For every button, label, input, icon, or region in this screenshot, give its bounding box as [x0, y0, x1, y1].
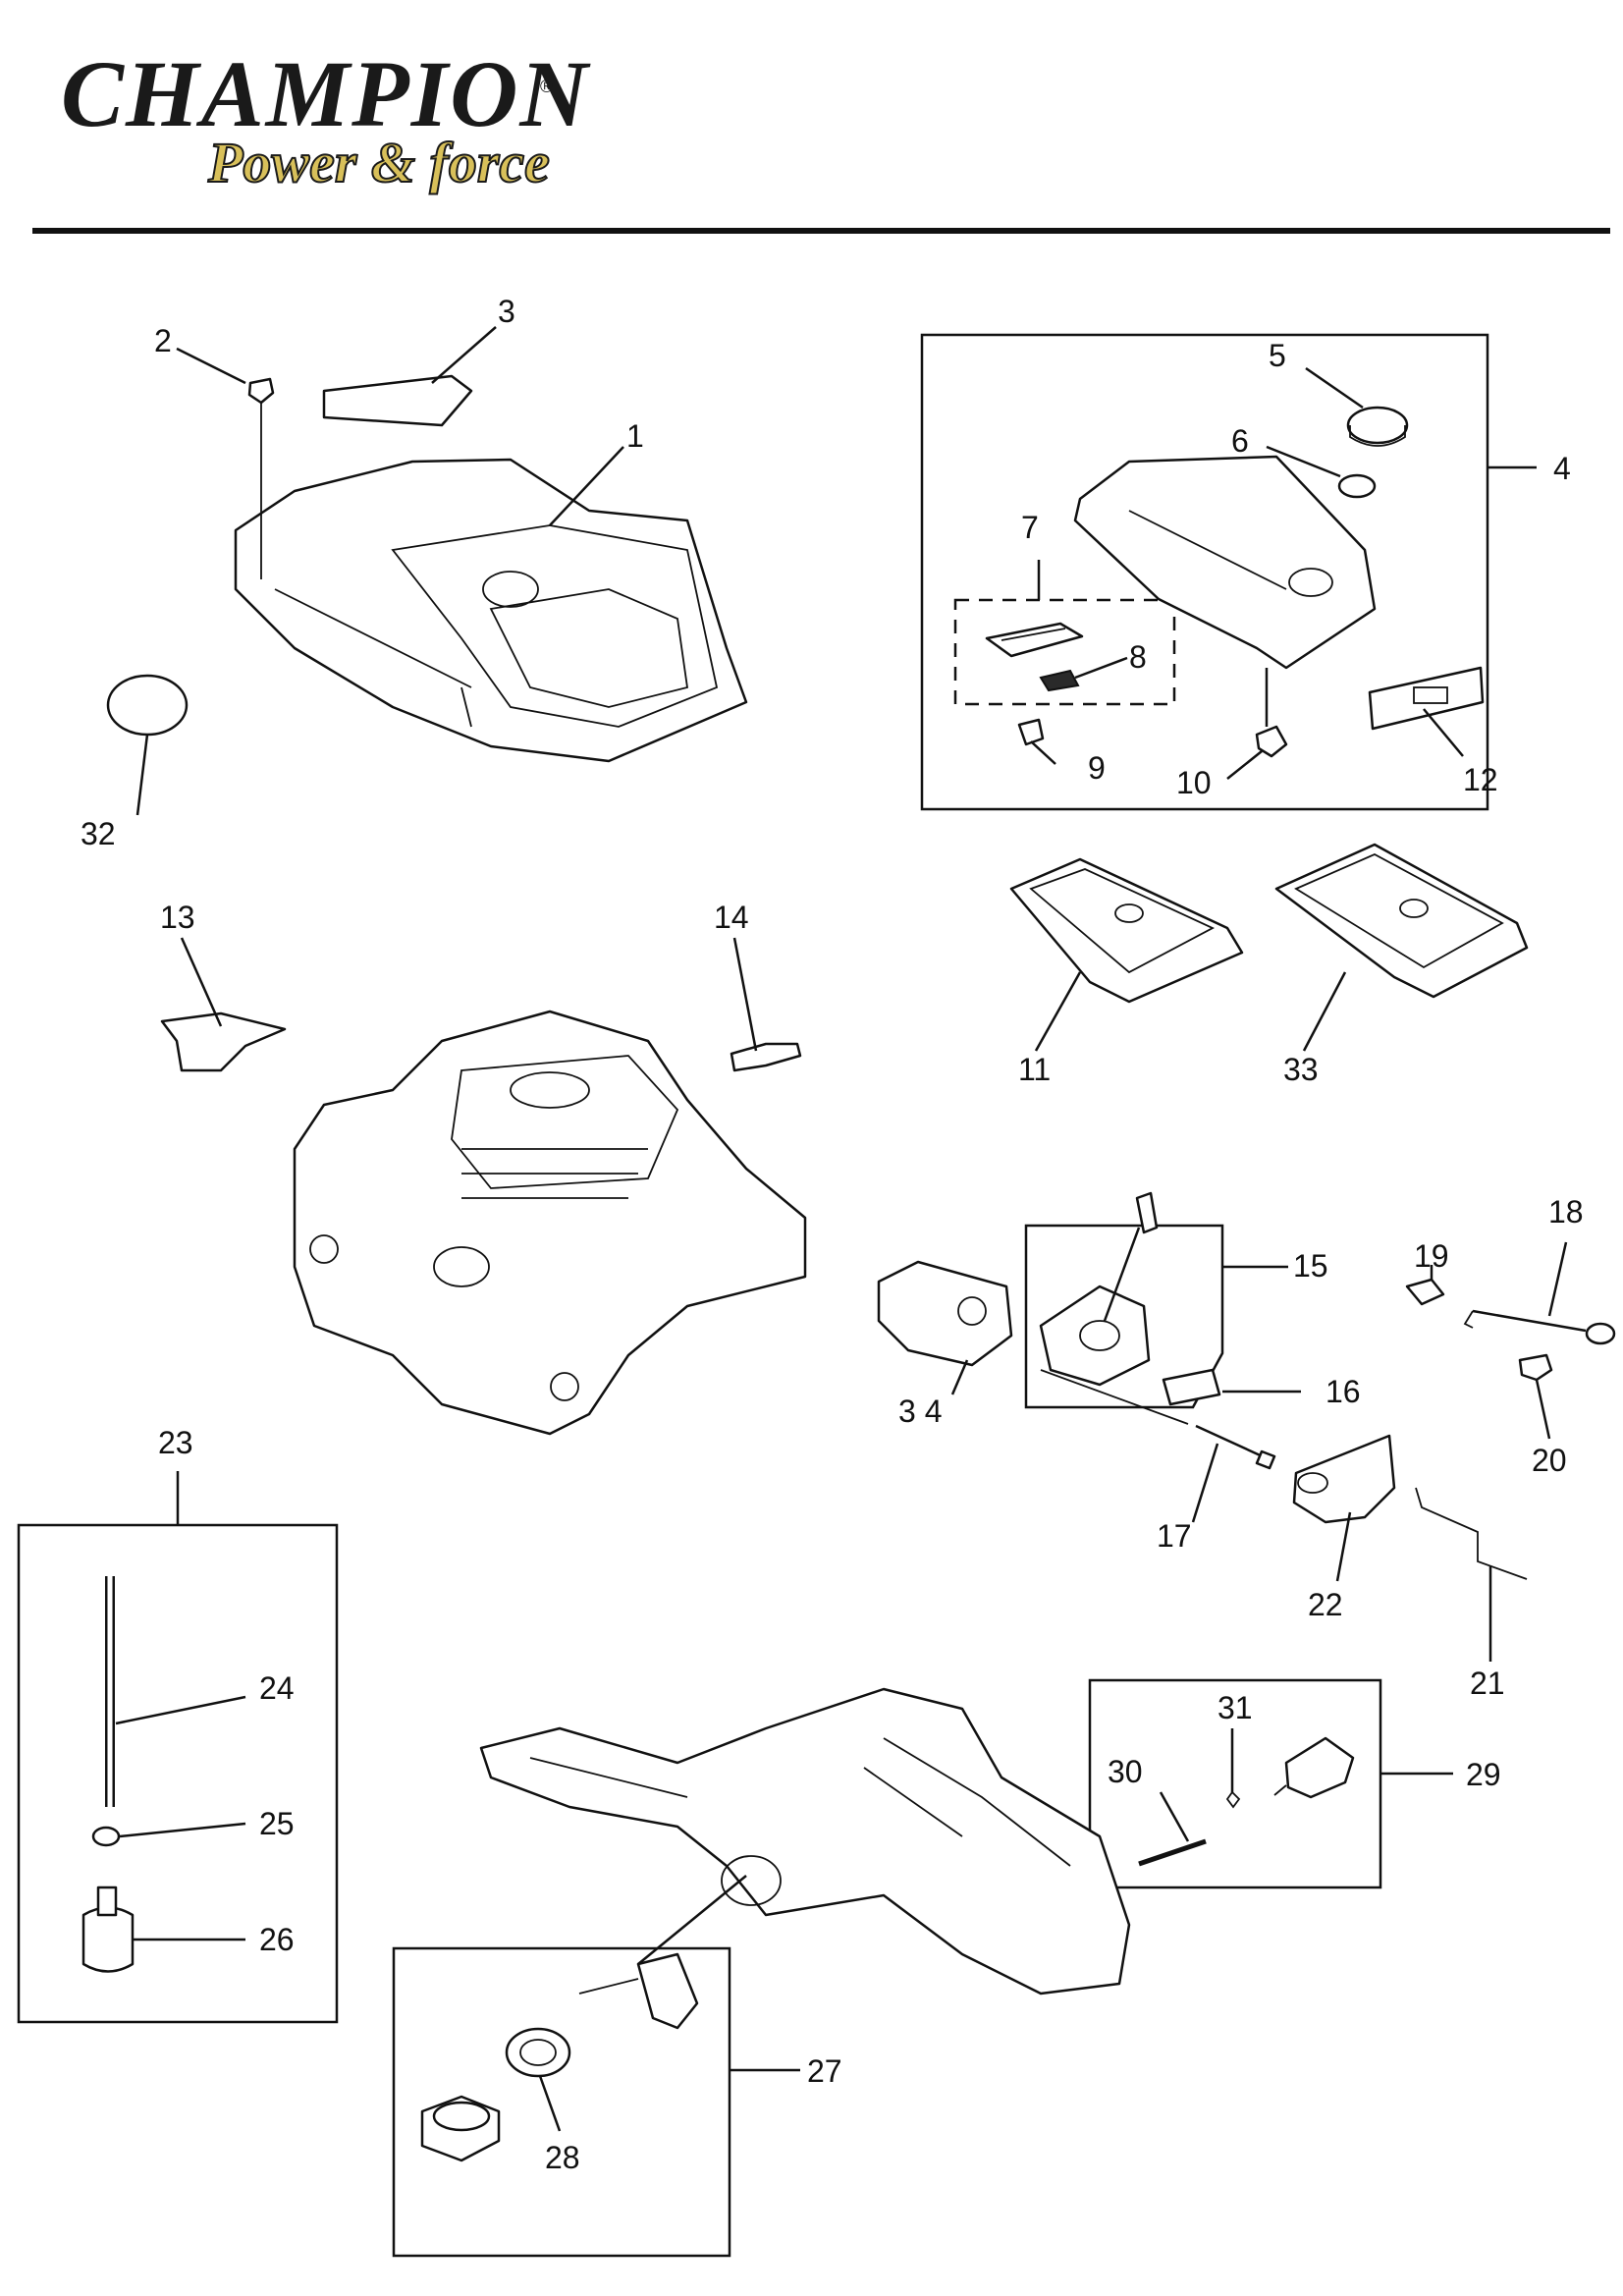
part-19-button — [1405, 1278, 1445, 1306]
label-part-31: 31 — [1217, 1690, 1253, 1725]
part-20-knob — [1518, 1353, 1553, 1382]
rear-handle-tank — [479, 1687, 1131, 1995]
label-part-25: 25 — [259, 1806, 295, 1841]
label-part-15: 15 — [1293, 1248, 1328, 1284]
label-part-18: 18 — [1548, 1194, 1584, 1230]
label-part-1: 1 — [626, 418, 644, 454]
label-part-24: 24 — [259, 1670, 295, 1706]
label-part-22: 22 — [1308, 1587, 1343, 1622]
group-box-7 — [953, 598, 1176, 706]
label-part-30: 30 — [1108, 1754, 1143, 1789]
label-part-33: 33 — [1283, 1052, 1319, 1087]
part-6-oring — [1337, 473, 1377, 499]
part-31-clip — [1225, 1790, 1241, 1809]
part-7-choke-plate — [985, 622, 1084, 658]
part-29-grommet — [1273, 1736, 1355, 1799]
label-part-27: 27 — [807, 2053, 842, 2089]
part-1-top-cover — [234, 458, 748, 763]
group-box-29 — [1088, 1678, 1382, 1889]
part-5-knob — [1346, 406, 1409, 447]
part-9-screw — [1017, 718, 1045, 746]
part-34-carburetor — [877, 1260, 1013, 1367]
label-part-13: 13 — [160, 900, 195, 935]
label-part-20: 20 — [1532, 1443, 1567, 1478]
label-part-29: 29 — [1466, 1757, 1501, 1792]
label-part-19: 19 — [1414, 1238, 1449, 1274]
part-27-cap-strap — [578, 1952, 699, 2030]
label-part-32: 32 — [81, 816, 116, 851]
label-part-17: 17 — [1157, 1518, 1192, 1554]
part-8-pad — [1039, 669, 1080, 692]
label-part-28: 28 — [545, 2140, 580, 2175]
label-part-26: 26 — [259, 1922, 295, 1957]
label-part-4: 4 — [1553, 451, 1571, 486]
part-33-filter — [1274, 843, 1529, 999]
part-30-pin — [1138, 1838, 1207, 1867]
part-14-plate — [730, 1042, 802, 1072]
label-part-34: 3 4 — [898, 1394, 942, 1429]
part-10-nut — [1255, 725, 1288, 758]
header-rule — [32, 228, 1610, 234]
part-28-seal — [505, 2027, 571, 2078]
part-18-rod — [1463, 1309, 1616, 1345]
group-box-27 — [392, 1946, 731, 2258]
brand-tagline: Power & force — [207, 130, 551, 195]
part-11-filter — [1009, 857, 1244, 1004]
label-part-16: 16 — [1325, 1374, 1361, 1409]
brand-name: CHAMPION — [61, 41, 590, 146]
label-part-23: 23 — [158, 1425, 193, 1460]
brand-logo: CHAMPION ® Power & force — [61, 39, 588, 206]
label-part-6: 6 — [1231, 423, 1249, 459]
part-32-gasket — [106, 674, 189, 737]
part-4-filter-cover — [1073, 455, 1377, 670]
part-15-intake — [1039, 1191, 1189, 1425]
label-part-10: 10 — [1176, 765, 1212, 800]
part-3-pad — [322, 374, 473, 427]
label-part-5: 5 — [1269, 338, 1286, 373]
part-17-bolt — [1195, 1424, 1276, 1470]
label-part-21: 21 — [1470, 1666, 1505, 1701]
label-part-12: 12 — [1463, 762, 1498, 797]
label-part-7: 7 — [1021, 510, 1039, 545]
part-2-screw — [247, 377, 275, 579]
part-25-nut — [91, 1826, 121, 1847]
part-27-fuel-cap — [420, 2095, 501, 2162]
label-part-11: 11 — [1018, 1052, 1051, 1087]
label-part-14: 14 — [714, 900, 749, 935]
engine-crankcase — [293, 1010, 807, 1436]
label-part-3: 3 — [498, 294, 515, 329]
label-part-8: 8 — [1129, 639, 1147, 675]
group-box-4 — [920, 333, 1489, 811]
part-12-label — [1368, 666, 1485, 731]
part-22-lever — [1292, 1434, 1396, 1524]
label-part-2: 2 — [154, 323, 172, 358]
part-16-block — [1162, 1368, 1221, 1406]
part-13-bracket — [160, 1011, 287, 1072]
part-21-wire — [1415, 1487, 1528, 1580]
brand-registered-mark: ® — [540, 77, 554, 96]
part-26-filter — [81, 1886, 135, 1973]
label-part-9: 9 — [1088, 750, 1106, 786]
